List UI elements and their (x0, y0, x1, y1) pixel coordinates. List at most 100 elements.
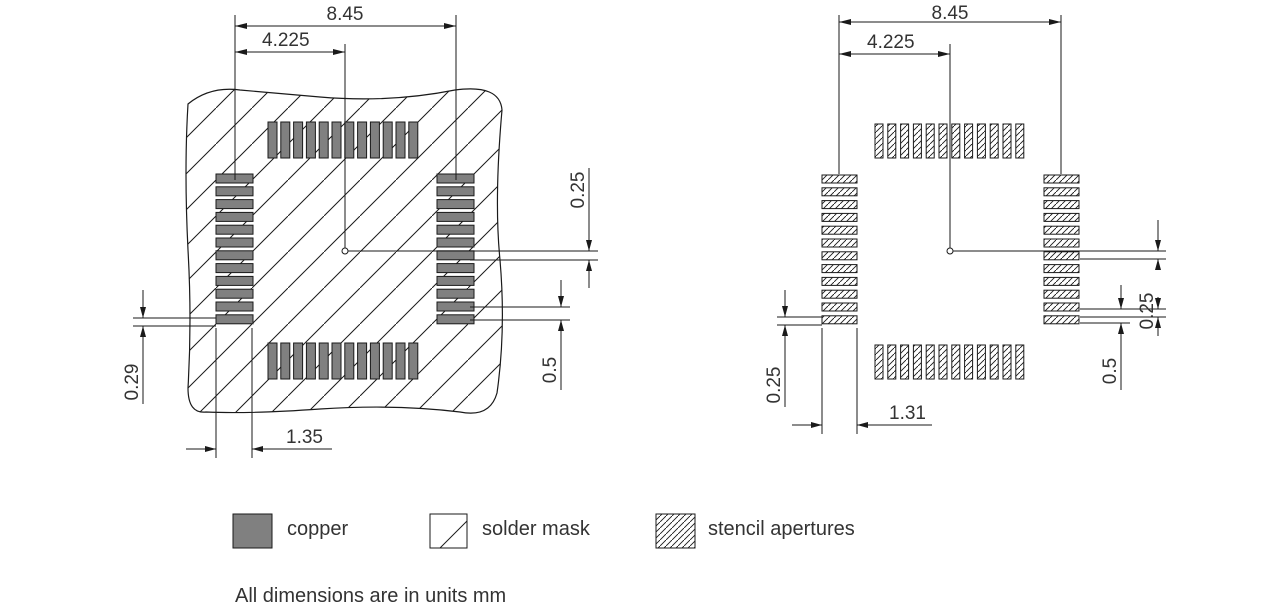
stencil-pad-top-row (1002, 123, 1012, 159)
arrowhead (558, 296, 564, 307)
dim-pitch-label: 0.25 (1137, 293, 1158, 330)
stencil-pad-bottom-row (887, 344, 897, 380)
arrowhead (235, 23, 247, 29)
dim-pad-width-label: 0.25 (764, 367, 785, 404)
stencil-pad-top-row (925, 123, 935, 159)
copper-pad-bottom-row (344, 342, 355, 380)
legend-stencil-label: stencil apertures (708, 518, 855, 540)
legend-copper-swatch (232, 513, 273, 549)
stencil-pad-top-row (912, 123, 922, 159)
copper-pad-right-column (436, 314, 475, 325)
arrowhead (1155, 298, 1161, 309)
copper-pad-top-row (382, 121, 393, 159)
copper-pad-right-column (436, 275, 475, 286)
arrowhead (782, 325, 788, 336)
copper-pad-left-column (215, 263, 254, 274)
arrowhead (811, 422, 822, 428)
dim-overall-label: 8.45 (932, 3, 969, 24)
dim-pad-length-label: 1.31 (889, 403, 926, 424)
stencil-pad-right-column (1043, 289, 1080, 299)
stencil-pad-right-column (1043, 200, 1080, 210)
arrowhead (586, 240, 592, 251)
copper-pad-left-column (215, 199, 254, 210)
stencil-pad-right-column (1043, 251, 1080, 261)
arrowhead (140, 326, 146, 337)
stencil-pad-bottom-row (938, 344, 948, 380)
stencil-pad-left-column (821, 289, 858, 299)
stencil-pad-bottom-row (925, 344, 935, 380)
arrowhead (1155, 240, 1161, 251)
stencil-pad-right-column (1043, 187, 1080, 197)
copper-pad-top-row (293, 121, 304, 159)
copper-pad-right-column (436, 199, 475, 210)
stencil-pad-top-row (964, 123, 974, 159)
stencil-pad-left-column (821, 251, 858, 261)
stencil-pad-left-column (821, 200, 858, 210)
arrowhead (252, 446, 263, 452)
stencil-pad-left-column (821, 187, 858, 197)
stencil-pad-bottom-row (1002, 344, 1012, 380)
copper-pad-right-column (436, 263, 475, 274)
legend-solder-mask-hatch (439, 520, 468, 549)
legend-copper-label: copper (287, 518, 348, 540)
copper-pad-top-row (344, 121, 355, 159)
stencil-pad-top-row (874, 123, 884, 159)
arrowhead (1118, 298, 1124, 309)
arrowhead (1155, 259, 1161, 270)
arrowhead (938, 51, 950, 57)
right-footprint-view: 8.45 4.225 0.25 0.5 0.25 (764, 3, 1166, 434)
dim-gap-label: 0.5 (1100, 358, 1121, 384)
arrowhead (1155, 317, 1161, 328)
legend-solder-mask-swatch (429, 513, 468, 549)
stencil-pad-bottom-row (1015, 344, 1025, 380)
stencil-pad-right-column (1043, 315, 1080, 325)
copper-pad-bottom-row (369, 342, 380, 380)
stencil-pad-left-column (821, 212, 858, 222)
copper-pad-left-column (215, 314, 254, 325)
copper-pad-right-column (436, 237, 475, 248)
copper-pad-top-row (395, 121, 406, 159)
copper-pad-left-column (215, 237, 254, 248)
stencil-pad-left-column (821, 264, 858, 274)
stencil-pad-top-row (976, 123, 986, 159)
copper-pad-right-column (436, 186, 475, 197)
copper-pad-left-column (215, 186, 254, 197)
stencil-pad-bottom-row (874, 344, 884, 380)
copper-pad-right-column (436, 211, 475, 222)
copper-pad-left-column (215, 211, 254, 222)
stencil-pad-top-row (989, 123, 999, 159)
legend-solder-mask-label: solder mask (482, 518, 591, 540)
stencil-pad-top-row (938, 123, 948, 159)
copper-pad-top-row (267, 121, 278, 159)
copper-pad-left-column (215, 250, 254, 261)
arrowhead (839, 19, 851, 25)
arrowhead (839, 51, 851, 57)
stencil-pad-left-column (821, 238, 858, 248)
dim-overall-label: 8.45 (327, 4, 364, 25)
arrowhead (782, 306, 788, 317)
copper-pad-right-column (436, 301, 475, 312)
copper-pad-bottom-row (293, 342, 304, 380)
copper-pad-right-column (436, 224, 475, 235)
copper-pad-right-column (436, 288, 475, 299)
stencil-pad-right-column (1043, 174, 1080, 184)
copper-pad-bottom-row (357, 342, 368, 380)
stencil-pad-right-column (1043, 238, 1080, 248)
arrowhead (205, 446, 216, 452)
arrowhead (140, 307, 146, 318)
stencil-pad-bottom-row (964, 344, 974, 380)
copper-pad-left-column (215, 224, 254, 235)
dim-pad-length-label: 1.35 (286, 427, 323, 448)
copper-pad-top-row (318, 121, 329, 159)
stencil-pad-bottom-row (951, 344, 961, 380)
arrowhead (1118, 323, 1124, 334)
legend: copper solder mask stencil apertures (232, 513, 855, 549)
copper-pad-top-row (305, 121, 316, 159)
dim-pad-width-label: 0.29 (122, 364, 143, 401)
center-mark (341, 247, 349, 255)
stencil-pad-right-column (1043, 212, 1080, 222)
stencil-pad-bottom-row (989, 344, 999, 380)
stencil-pad-bottom-row (912, 344, 922, 380)
arrowhead (558, 320, 564, 331)
copper-pad-top-row (280, 121, 291, 159)
